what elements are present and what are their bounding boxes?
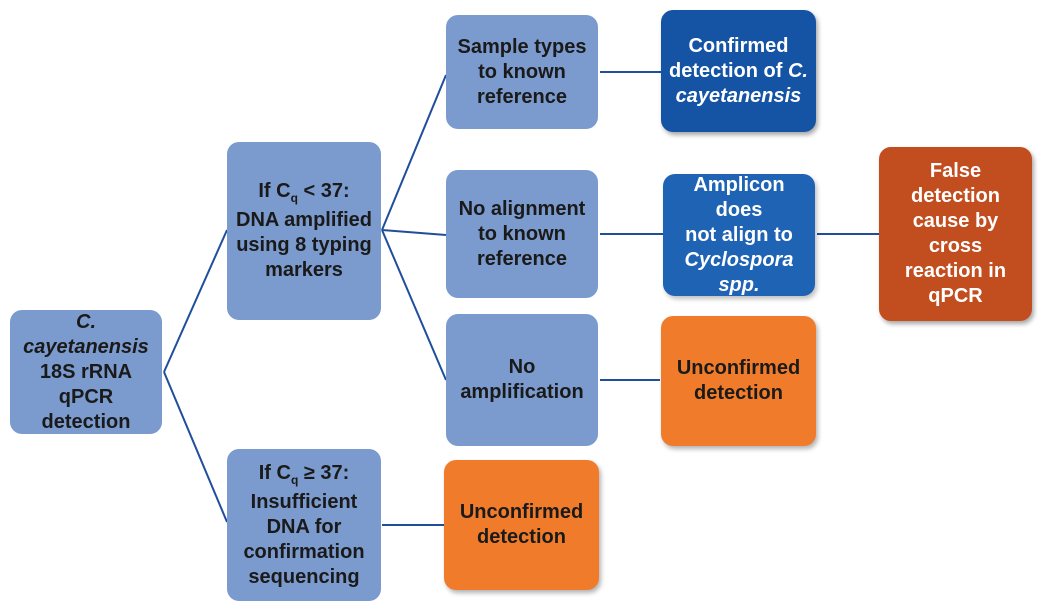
node-cq-at-least-37-line-3: confirmation <box>243 540 365 563</box>
node-cq-below-37-line-3: markers <box>265 259 343 281</box>
node-cq-at-least-37-line-2: DNA for <box>266 515 342 538</box>
node-no-alignment-line-2: to known <box>478 222 566 245</box>
node-sample-types: Sample types to known reference <box>446 15 598 129</box>
node-confirmed-line-3: cayetanensis <box>675 84 802 107</box>
node-unconfirmed-b-line-2: detection <box>477 526 566 548</box>
node-root-line-1: C. <box>76 310 96 333</box>
node-amplicon-line-2: not align to <box>685 223 793 246</box>
edge-root-to-cq-high <box>163 371 228 523</box>
node-root-line-2: cayetanensis <box>23 335 149 358</box>
edge-cq-low-to-no-amplification <box>381 229 447 381</box>
node-false-detection-line-4: reaction in <box>904 260 1007 282</box>
node-no-amplification: No amplification <box>446 314 598 446</box>
node-no-amplification-line-2: amplification <box>460 381 584 403</box>
node-cq-below-37-title: If Cq < 37: <box>258 180 350 205</box>
node-sample-types-line-1: Sample types <box>457 35 587 58</box>
node-unconfirmed-detection-b: Unconfirmed detection <box>444 460 599 590</box>
node-amplicon-line-1: Amplicon does <box>693 173 785 221</box>
node-cq-below-37: If Cq < 37: DNA amplified using 8 typing… <box>227 142 381 320</box>
node-no-amplification-line-1: No <box>508 356 536 378</box>
node-root-line-3: 18S rRNA qPCR <box>39 360 133 408</box>
node-cq-below-37-line-1: DNA amplified <box>236 209 372 231</box>
node-cq-at-least-37-title: If Cq ≥ 37: <box>258 461 350 487</box>
edge-root-to-cq-low <box>163 229 228 373</box>
node-cq-at-least-37-line-4: sequencing <box>248 565 360 588</box>
edge-cq-low-to-no-alignment <box>381 229 447 236</box>
node-no-alignment-line-3: reference <box>476 247 568 270</box>
node-amplicon-line-4: spp. <box>718 273 760 296</box>
node-sample-types-line-2: to known <box>478 60 566 83</box>
node-unconfirmed-b-line-1: Unconfirmed <box>459 501 584 523</box>
node-unconfirmed-detection-a: Unconfirmed detection <box>661 316 816 446</box>
node-amplicon-line-3: Cyclospora <box>684 248 794 271</box>
node-confirmed-detection: Confirmed detection of C. cayetanensis <box>661 10 816 132</box>
node-cq-below-37-line-2: using 8 typing <box>236 234 372 256</box>
node-cq-at-least-37: If Cq ≥ 37: Insufficient DNA for confirm… <box>227 449 381 601</box>
node-no-alignment: No alignment to known reference <box>446 170 598 298</box>
node-false-detection-line-3: cause by cross <box>912 210 999 257</box>
node-false-detection-line-1: False <box>929 160 982 182</box>
node-unconfirmed-a-line-2: detection <box>694 382 783 404</box>
node-no-alignment-line-1: No alignment <box>458 197 586 220</box>
node-confirmed-line-2: detection of C. <box>669 59 808 82</box>
node-amplicon-not-aligned: Amplicon does not align to Cyclospora sp… <box>663 174 815 296</box>
edge-cq-low-to-sample-types <box>381 74 447 231</box>
node-root-line-4: detection <box>41 410 131 433</box>
node-false-detection-line-2: detection <box>911 185 1000 207</box>
node-confirmed-line-1: Confirmed <box>688 34 789 57</box>
node-sample-types-line-3: reference <box>476 85 568 108</box>
node-false-detection: False detection cause by cross reaction … <box>879 147 1032 321</box>
node-false-detection-line-5: qPCR <box>928 285 983 307</box>
node-cq-at-least-37-line-1: Insufficient <box>250 490 358 513</box>
node-unconfirmed-a-line-1: Unconfirmed <box>676 357 801 379</box>
node-root-qpcr-detection: C. cayetanensis 18S rRNA qPCR detection <box>10 310 162 434</box>
